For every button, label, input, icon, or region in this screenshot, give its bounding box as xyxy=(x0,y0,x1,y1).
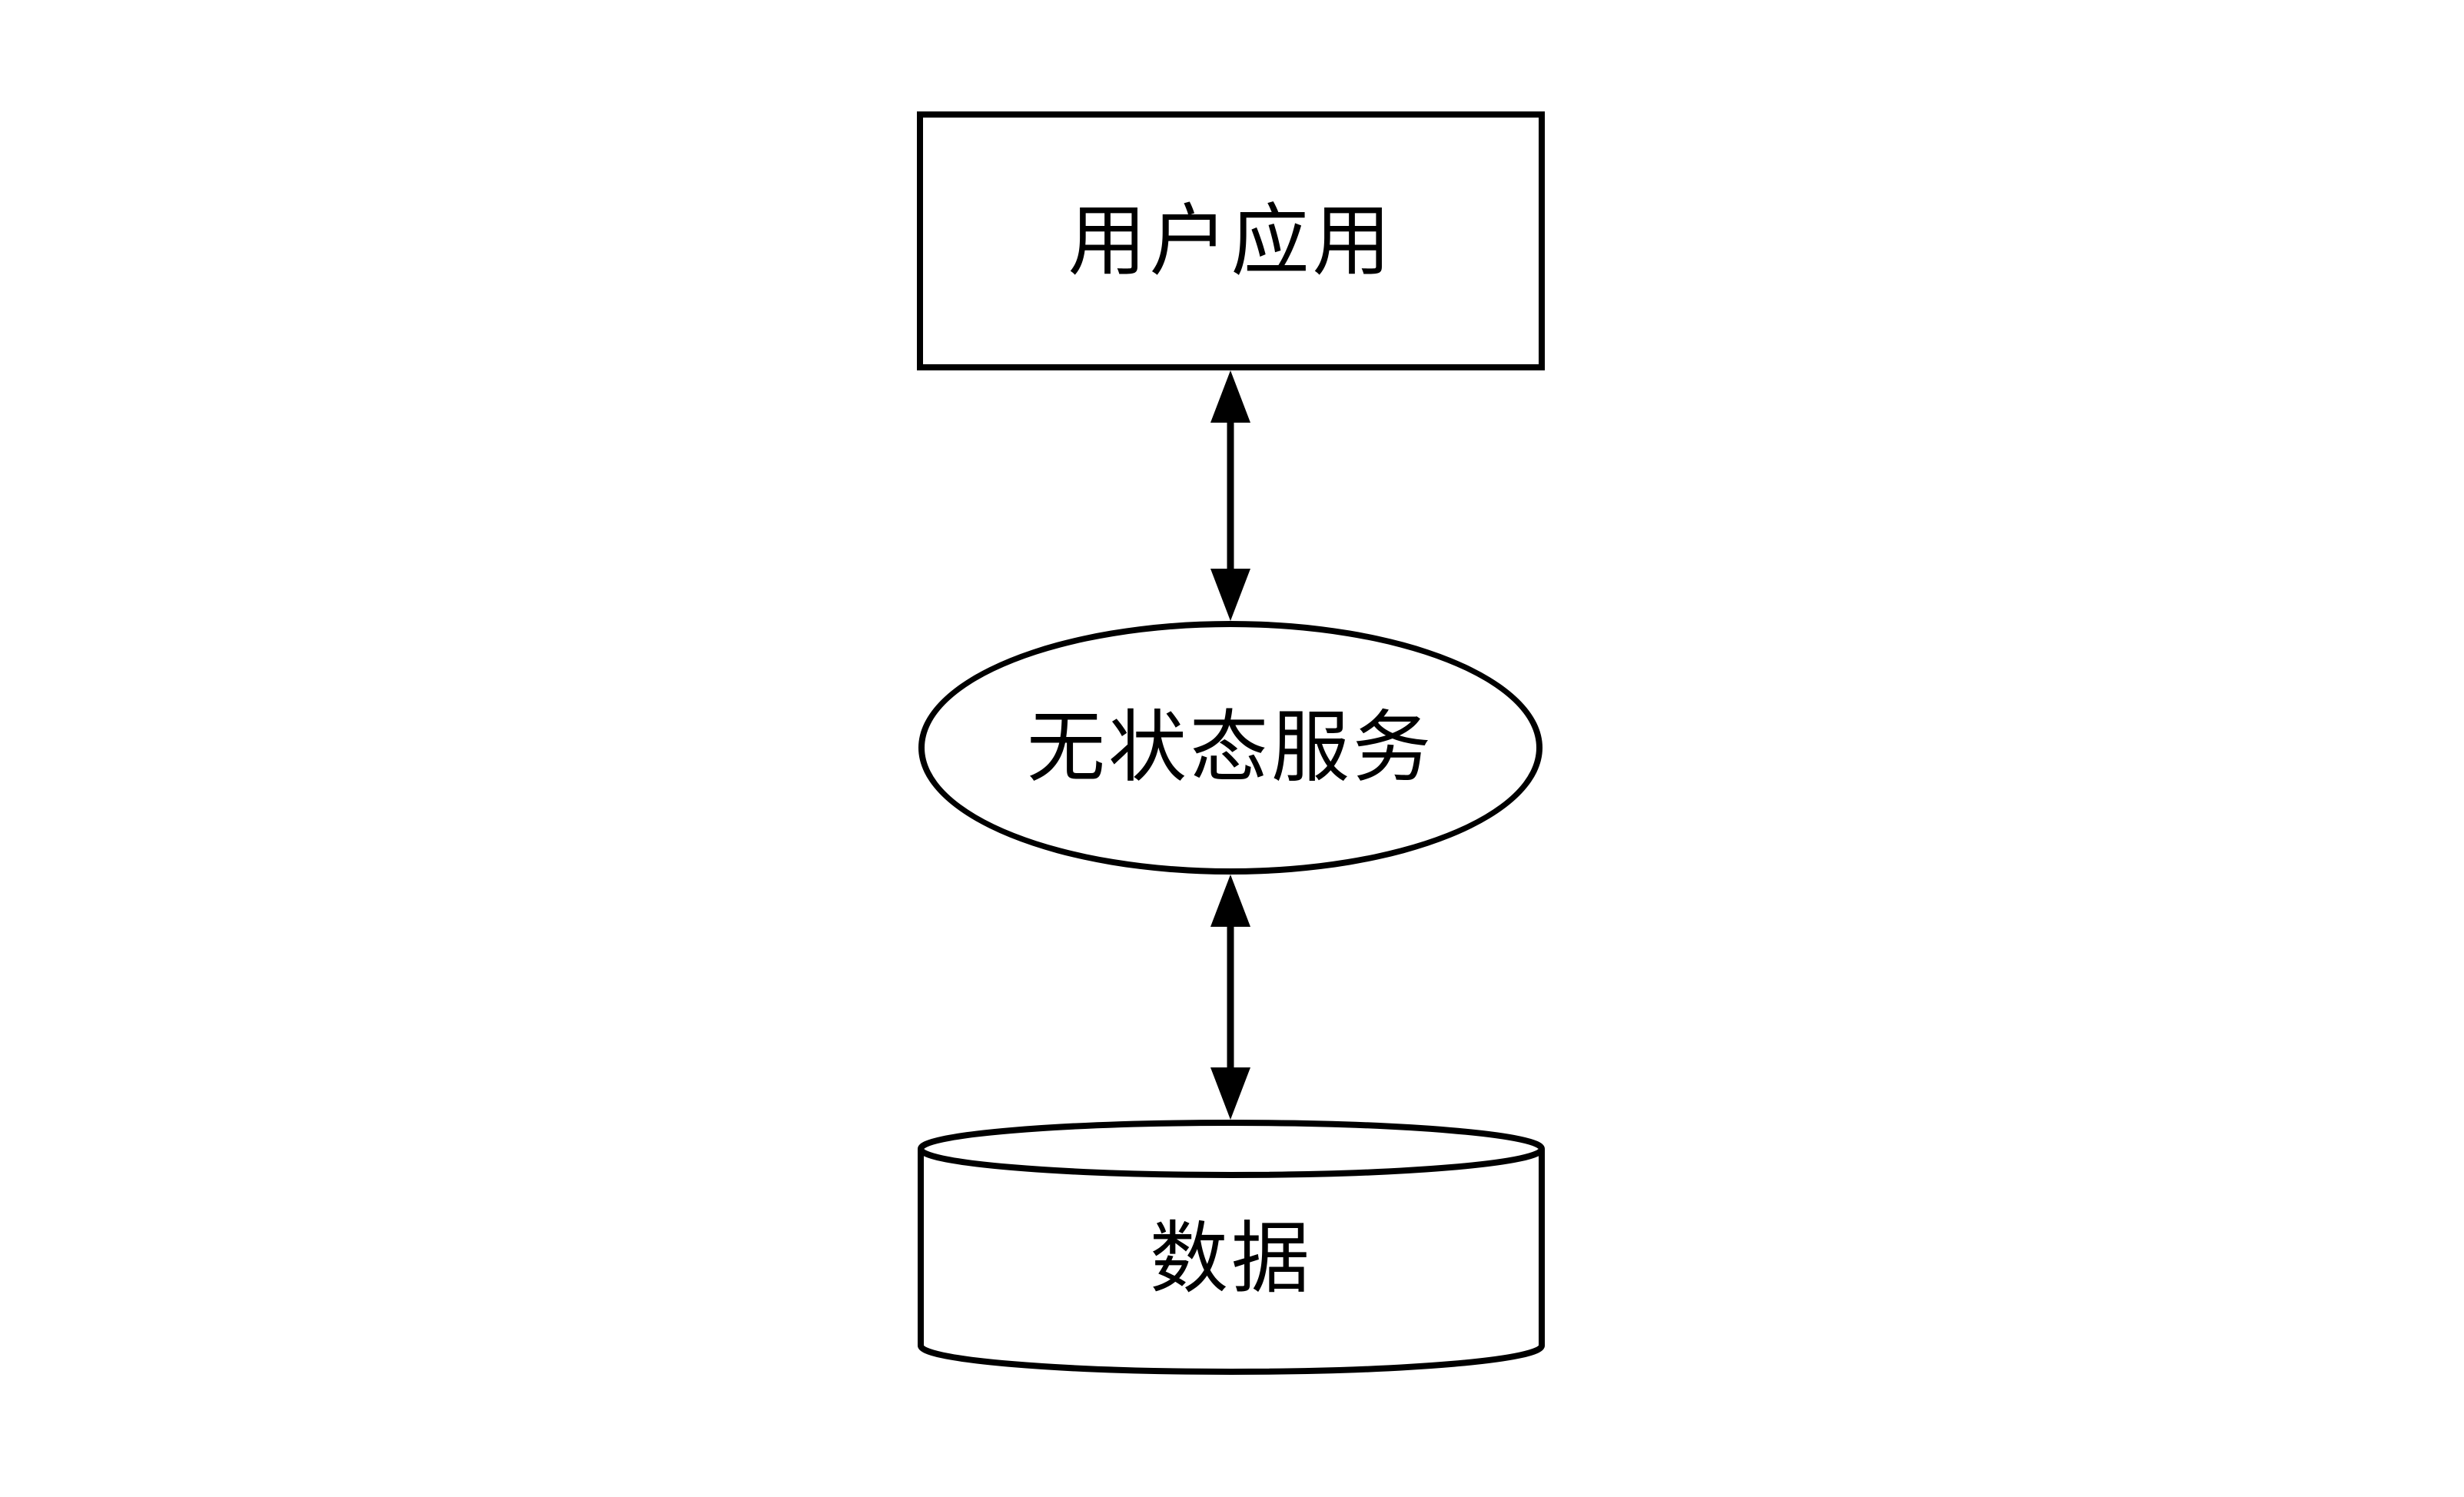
node-user-application: 用户应用 xyxy=(917,111,1545,370)
cylinder-shape-icon xyxy=(918,1120,1545,1375)
bidirectional-arrow-service-data-icon xyxy=(1210,875,1250,1120)
node-stateless-service: 无状态服务 xyxy=(918,621,1542,875)
cylinder-top-rim xyxy=(918,1120,1545,1178)
arrow-head-up-icon xyxy=(1210,875,1250,927)
node-data-label: 数据 xyxy=(1150,1215,1313,1303)
node-user-application-label: 用户应用 xyxy=(1068,197,1394,285)
arrow-head-up-icon xyxy=(1210,370,1250,423)
node-stateless-service-label: 无状态服务 xyxy=(1027,704,1434,792)
bidirectional-arrow-app-service-icon xyxy=(1210,370,1250,621)
cylinder-body xyxy=(918,1149,1545,1375)
node-data: 数据 xyxy=(918,1120,1545,1375)
arrow-head-down-icon xyxy=(1210,569,1250,621)
cylinder-label-container: 数据 xyxy=(918,1120,1545,1375)
arrow-head-down-icon xyxy=(1210,1067,1250,1120)
